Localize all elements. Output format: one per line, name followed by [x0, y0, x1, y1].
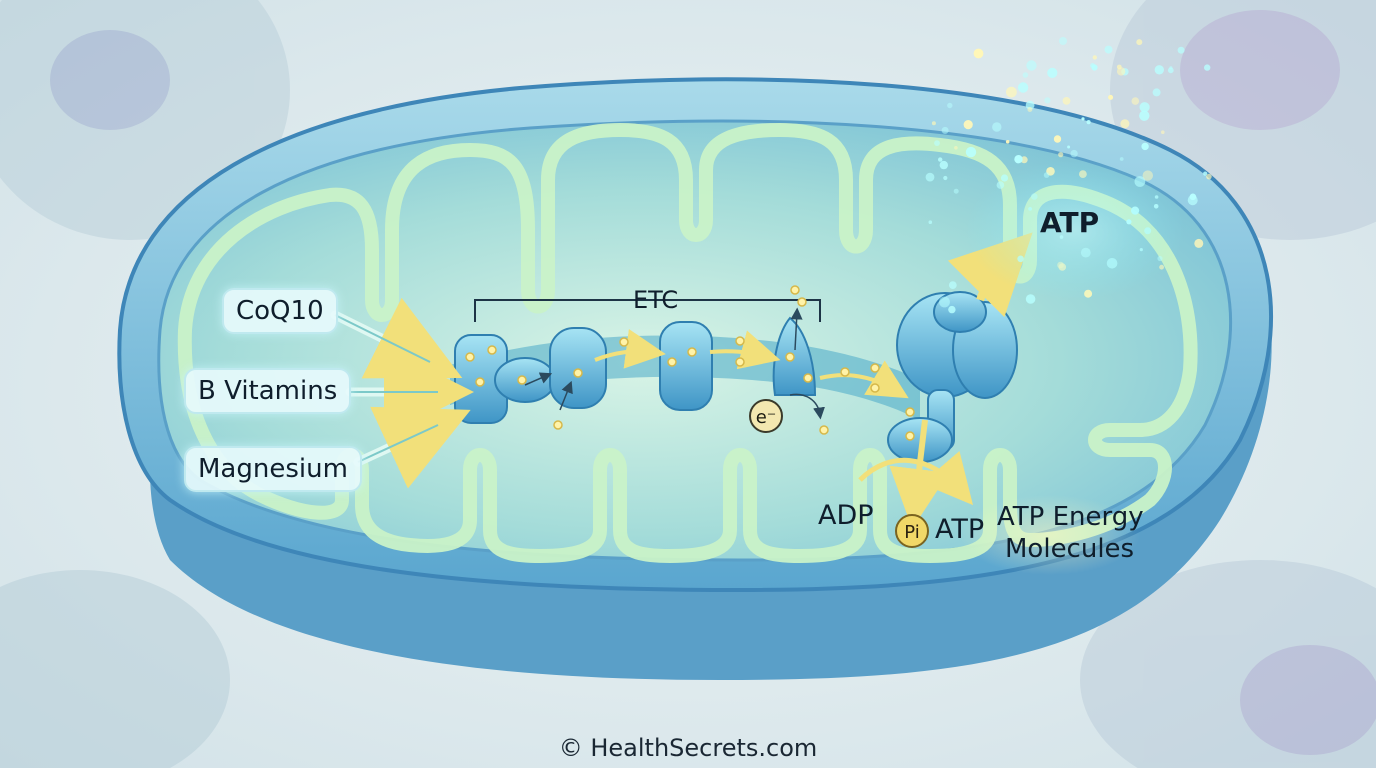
atp-sparkle [938, 157, 943, 162]
atp-sparkle [1014, 155, 1023, 164]
atp-sparkle [931, 121, 936, 126]
inner-membrane [177, 123, 1198, 563]
atp-sparkle [925, 172, 935, 182]
b-vitamins-label: B Vitamins [184, 368, 352, 414]
atp-sparkle [1104, 45, 1113, 54]
atp-sparkle [928, 220, 933, 224]
atp-sparkle [1017, 82, 1029, 93]
atp-energy-label-line1: ATP Energy [997, 502, 1144, 532]
atp-sparkle [1058, 152, 1064, 158]
atp-sparkle [943, 175, 948, 181]
atp-sparkle [947, 102, 953, 109]
atp-sparkle [1067, 145, 1071, 149]
atp-sparkle [1203, 171, 1208, 176]
atp-sparkle [953, 188, 959, 194]
atp-sparkle [1141, 142, 1149, 151]
atp-sparkle [941, 126, 949, 134]
complex-3 [659, 321, 713, 411]
coq10-label: CoQ10 [222, 288, 338, 334]
atp-top-label: ATP [1040, 206, 1100, 239]
atp-sparkle [1053, 135, 1062, 143]
electron-badge [749, 399, 783, 433]
atp-sparkle [1006, 86, 1017, 98]
atp-sparkle [1025, 294, 1036, 304]
atp-sparkle [1136, 39, 1143, 46]
atp-product-label: ATP [935, 514, 985, 545]
atp-sparkle [1194, 238, 1204, 248]
atp-sparkle [973, 48, 984, 59]
atp-sparkle [1108, 94, 1114, 100]
atp-sparkle [939, 296, 950, 308]
atp-sparkle [1091, 64, 1098, 71]
copyright-credit: © HealthSecrets.com [558, 734, 818, 762]
atp-sparkle [1177, 46, 1185, 54]
atp-sparkle [1187, 195, 1198, 206]
atp-sparkle [1120, 119, 1130, 129]
atp-sparkle [1119, 157, 1124, 161]
atp-sparkle [1092, 55, 1098, 60]
electron-path-arrows [524, 307, 825, 420]
atp-sparkle [1062, 97, 1071, 105]
atp-sparkle [1081, 117, 1085, 121]
atp-energy-label-line2: Molecules [1005, 534, 1135, 564]
atp-sparkle [954, 146, 958, 150]
atp-sparkle [1167, 67, 1174, 74]
magnesium-label: Magnesium [184, 446, 362, 492]
atp-sparkle [1161, 130, 1165, 134]
atp-sparkle [1204, 64, 1211, 71]
pi-badge [895, 514, 929, 548]
atp-sparkle [1025, 100, 1035, 110]
complex-2 [549, 327, 607, 409]
atp-sparkle [963, 120, 973, 130]
atp-sparkle [1059, 37, 1067, 45]
atp-sparkle [1152, 88, 1161, 97]
atp-sparkle [948, 305, 956, 314]
atp-sparkle [1139, 102, 1150, 113]
adp-label: ADP [818, 500, 874, 531]
etc-bracket [474, 299, 821, 322]
atp-sparkle [1139, 110, 1150, 121]
atp-sparkle [1047, 67, 1058, 78]
atp-sparkle [992, 122, 1002, 132]
atp-sparkle [1027, 107, 1033, 112]
atp-sparkle [1044, 97, 1051, 104]
atp-sparkle [1070, 149, 1078, 158]
atp-sparkle [1154, 65, 1165, 75]
etc-label: ETC [633, 286, 679, 314]
electron-dots [465, 285, 915, 441]
pi-label: Pi [904, 522, 919, 543]
atp-sparkle [1206, 173, 1212, 180]
atp-sparkle [1116, 67, 1126, 76]
atp-sparkle [965, 146, 977, 158]
atp-sparkle [1005, 140, 1010, 144]
atp-sparkle [939, 160, 948, 170]
atp-sparkle [1026, 60, 1037, 71]
atp-sparkle [1022, 72, 1029, 78]
atp-sparkle [934, 140, 940, 147]
atp-sparkle [1086, 120, 1091, 125]
electron-label: e⁻ [756, 407, 777, 428]
atp-sparkle [948, 281, 957, 289]
atp-sparkle [1131, 97, 1140, 105]
